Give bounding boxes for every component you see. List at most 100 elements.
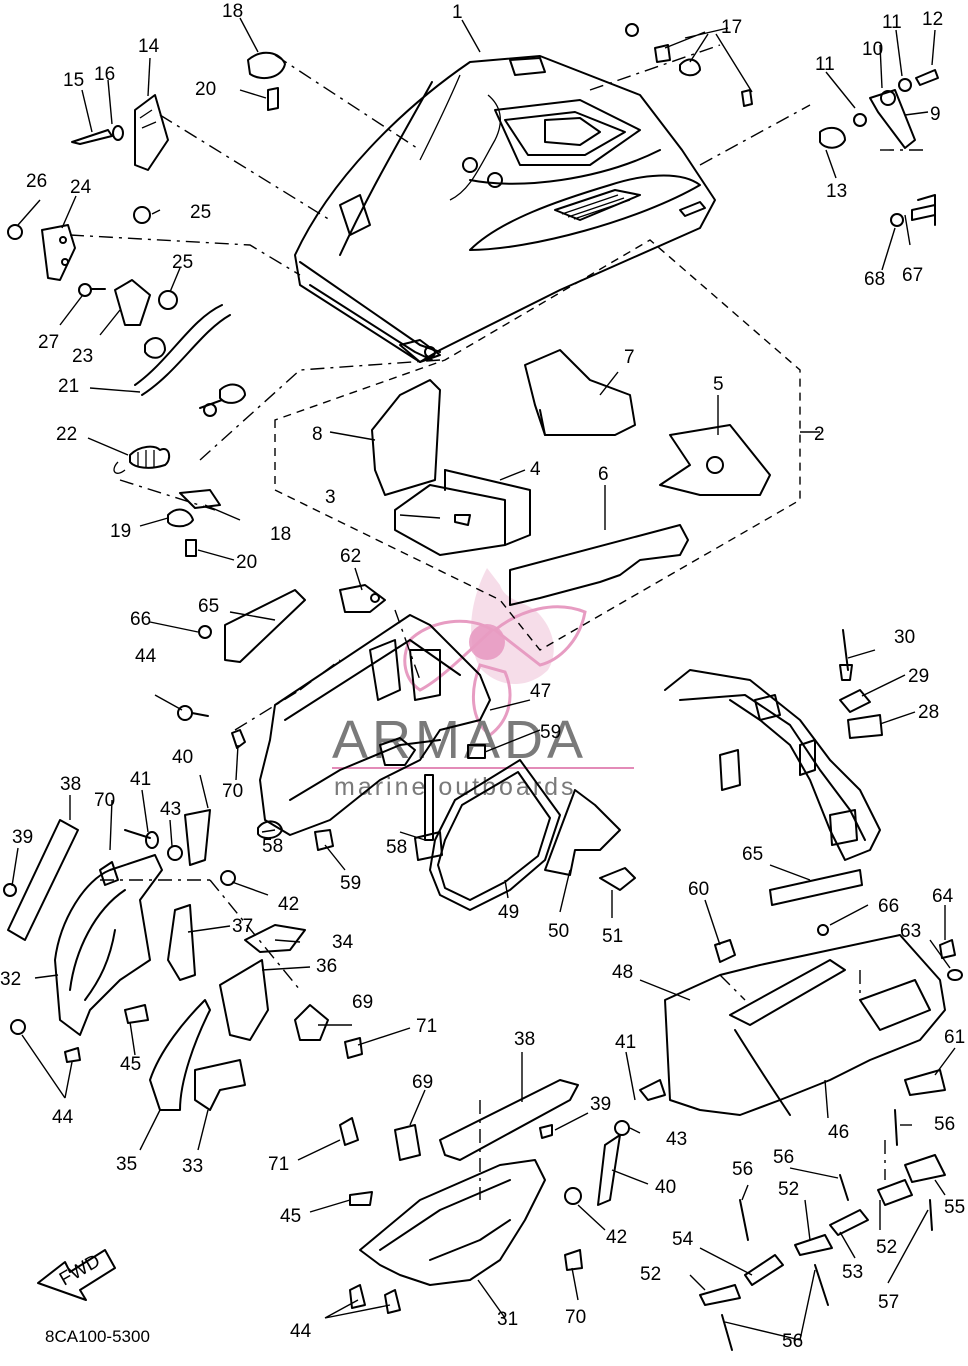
callout-43a: 43 bbox=[160, 799, 181, 820]
callout-44a: 44 bbox=[135, 646, 157, 667]
callout-42b: 42 bbox=[606, 1227, 627, 1248]
insulation-set bbox=[371, 349, 771, 606]
callout-39b: 39 bbox=[590, 1094, 611, 1115]
callout-17: 17 bbox=[721, 17, 742, 38]
callout-6: 6 bbox=[598, 464, 609, 485]
part-code: 8CA100-5300 bbox=[45, 1327, 150, 1346]
upper-left-fasteners bbox=[7, 51, 286, 557]
callout-68: 68 bbox=[864, 269, 885, 290]
callout-10: 10 bbox=[862, 39, 883, 60]
callout-54: 54 bbox=[672, 1229, 694, 1250]
callout-63: 63 bbox=[900, 921, 921, 942]
callout-7: 7 bbox=[624, 347, 635, 368]
callout-52b: 52 bbox=[640, 1264, 661, 1285]
callout-56b: 56 bbox=[773, 1147, 794, 1168]
callout-14: 14 bbox=[138, 36, 160, 57]
callout-4: 4 bbox=[530, 459, 541, 480]
callout-50: 50 bbox=[548, 921, 569, 942]
callout-34: 34 bbox=[332, 932, 354, 953]
callout-59b: 59 bbox=[340, 873, 361, 894]
callout-70c: 70 bbox=[565, 1307, 586, 1328]
callout-38b: 38 bbox=[514, 1029, 535, 1050]
callout-57: 57 bbox=[878, 1292, 899, 1313]
callout-20b: 20 bbox=[236, 552, 257, 573]
callout-69b: 69 bbox=[412, 1072, 433, 1093]
callout-33: 33 bbox=[182, 1156, 203, 1177]
callout-51: 51 bbox=[602, 926, 623, 947]
callout-52c: 52 bbox=[876, 1237, 897, 1258]
bottom-cowling bbox=[339, 1079, 946, 1351]
callout-11a: 11 bbox=[815, 54, 835, 75]
callout-46: 46 bbox=[828, 1122, 849, 1143]
callout-56d: 56 bbox=[782, 1331, 803, 1352]
callout-37: 37 bbox=[232, 916, 253, 937]
callout-18a: 18 bbox=[222, 1, 243, 22]
callout-58a: 58 bbox=[262, 836, 283, 857]
callout-31: 31 bbox=[497, 1309, 518, 1330]
fwd-arrow-icon: FWD bbox=[37, 1249, 116, 1301]
callout-44b: 44 bbox=[52, 1107, 74, 1128]
callout-43b: 43 bbox=[666, 1129, 687, 1150]
callout-11b: 11 bbox=[882, 12, 902, 33]
callout-22: 22 bbox=[56, 424, 77, 445]
callout-69a: 69 bbox=[352, 992, 373, 1013]
callout-53: 53 bbox=[842, 1262, 863, 1283]
callout-71b: 71 bbox=[268, 1154, 289, 1175]
callout-25a: 25 bbox=[190, 202, 211, 223]
callout-56a: 56 bbox=[732, 1159, 753, 1180]
callout-32: 32 bbox=[0, 969, 21, 990]
callout-56c: 56 bbox=[934, 1114, 955, 1135]
callout-60: 60 bbox=[688, 879, 709, 900]
leader-lines bbox=[11, 17, 956, 1341]
callout-8: 8 bbox=[312, 424, 323, 445]
callout-40a: 40 bbox=[172, 747, 193, 768]
callout-67: 67 bbox=[902, 265, 923, 286]
callout-48: 48 bbox=[612, 962, 633, 983]
upper-right-fasteners bbox=[625, 23, 939, 227]
callout-66b: 66 bbox=[878, 896, 899, 917]
callout-65a: 65 bbox=[198, 596, 219, 617]
callout-5: 5 bbox=[713, 374, 724, 395]
callout-27: 27 bbox=[38, 332, 59, 353]
callout-23: 23 bbox=[72, 346, 93, 367]
callout-24: 24 bbox=[70, 177, 92, 198]
lower-cowling-bracket bbox=[177, 584, 491, 861]
callout-39a: 39 bbox=[12, 827, 33, 848]
callout-12: 12 bbox=[922, 9, 943, 30]
watermark-logo bbox=[403, 568, 587, 737]
callout-59a: 59 bbox=[540, 722, 561, 743]
callout-64: 64 bbox=[932, 886, 954, 907]
callout-13: 13 bbox=[826, 181, 847, 202]
callout-2: 2 bbox=[814, 424, 825, 445]
watermark-brand: ARMADA bbox=[332, 710, 587, 770]
callout-44c: 44 bbox=[290, 1321, 312, 1342]
callout-15: 15 bbox=[63, 70, 84, 91]
callout-40b: 40 bbox=[655, 1177, 676, 1198]
callout-21: 21 bbox=[58, 376, 79, 397]
mounting-frame bbox=[664, 629, 883, 861]
callout-70a: 70 bbox=[222, 781, 243, 802]
left-lower-cowling bbox=[3, 809, 363, 1111]
callout-30: 30 bbox=[894, 627, 915, 648]
callout-45a: 45 bbox=[120, 1054, 141, 1075]
callout-9: 9 bbox=[930, 104, 941, 125]
callout-16: 16 bbox=[94, 64, 115, 85]
callout-70b: 70 bbox=[94, 790, 115, 811]
callout-36: 36 bbox=[316, 956, 337, 977]
callout-28: 28 bbox=[918, 702, 939, 723]
top-cowling bbox=[294, 55, 716, 363]
callout-47: 47 bbox=[530, 681, 551, 702]
callout-35: 35 bbox=[116, 1154, 137, 1175]
callout-58b: 58 bbox=[386, 837, 407, 858]
callout-1: 1 bbox=[452, 2, 463, 23]
callout-42a: 42 bbox=[278, 894, 299, 915]
callout-26: 26 bbox=[26, 171, 47, 192]
callout-20a: 20 bbox=[195, 79, 216, 100]
callout-3: 3 bbox=[325, 487, 336, 508]
callout-65b: 65 bbox=[742, 844, 763, 865]
callout-38a: 38 bbox=[60, 774, 81, 795]
callout-49: 49 bbox=[498, 902, 519, 923]
